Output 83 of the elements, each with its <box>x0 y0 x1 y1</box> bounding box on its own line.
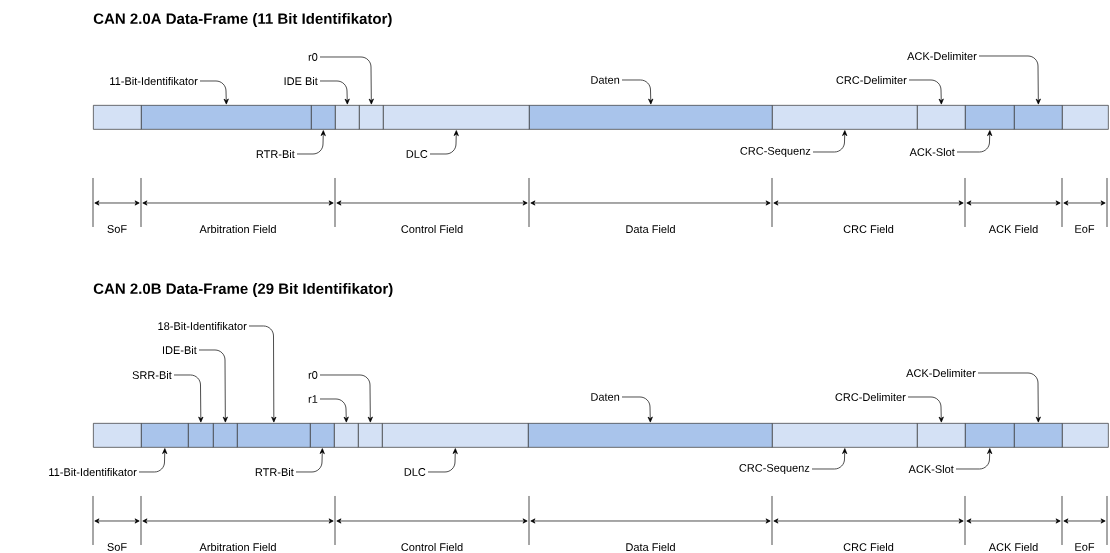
leader-line <box>295 448 325 473</box>
field-name: r1 <box>308 395 318 403</box>
field-name: CRC-Delimiter <box>835 392 906 402</box>
field-label: EoF <box>1075 543 1095 551</box>
leader-line <box>248 325 277 423</box>
leader-line <box>173 374 204 423</box>
frame-segment <box>359 105 384 130</box>
frame-segment <box>141 422 189 448</box>
leader-line <box>319 56 374 105</box>
frame-segment <box>335 105 360 130</box>
leader-line <box>977 372 1041 423</box>
frame-segment <box>311 105 336 130</box>
field-label: Arbitration Field <box>199 224 276 234</box>
field-label: Data Field <box>626 542 675 552</box>
frame-segment <box>1014 422 1063 448</box>
field-label: CRC Field <box>843 542 894 552</box>
field-label: Control Field <box>401 224 463 234</box>
leader-line <box>296 130 326 155</box>
field-label: Control Field <box>401 542 463 552</box>
field-name: CRC-Sequenz <box>739 464 810 474</box>
heading: CAN 2.0B Data-Frame (29 Bit Identifikator) <box>93 283 393 297</box>
leader-line <box>199 80 229 105</box>
frame-segment <box>213 422 238 448</box>
leader-line <box>908 79 944 105</box>
field-label: ACK Field <box>988 224 1038 234</box>
leader-line <box>319 80 350 105</box>
field-label: EoF <box>1075 225 1095 233</box>
frame-segment <box>965 422 1015 448</box>
frame-segment <box>93 105 142 130</box>
field-label: SoF <box>107 543 127 551</box>
field-label: Arbitration Field <box>199 542 276 552</box>
leader-line <box>621 396 653 423</box>
field-name: CRC-Sequenz <box>740 147 811 157</box>
field-name: 18-Bit-Identifikator <box>158 321 247 331</box>
field-name: IDE-Bit <box>163 345 197 354</box>
frame-segment <box>529 105 773 130</box>
field-name: RTR-Bit <box>256 149 295 158</box>
field-name: Daten <box>591 76 620 84</box>
frame-segment <box>528 422 773 448</box>
field-name: r0 <box>308 53 318 61</box>
field-name: RTR-Bit <box>255 467 294 476</box>
frame-segment <box>1062 422 1109 448</box>
field-label: ACK Field <box>988 542 1038 552</box>
field-name: DLC <box>406 150 428 158</box>
field-label: CRC Field <box>843 224 894 234</box>
leader-line <box>907 396 944 423</box>
field-name: r0 <box>308 371 318 379</box>
leader-line <box>812 130 848 153</box>
leader-line <box>429 130 459 155</box>
field-name: ACK-Slot <box>909 147 955 157</box>
frame-segment <box>1062 105 1109 130</box>
leader-line <box>319 374 373 423</box>
field-name: 11-Bit-Identifikator <box>49 467 137 477</box>
field-name: ACK-Delimiter <box>907 51 977 61</box>
field-label: SoF <box>107 225 127 233</box>
frame-segment <box>310 422 335 448</box>
leader-line <box>198 349 228 423</box>
frame-segment <box>188 422 214 448</box>
field-name: SRR-Bit <box>132 370 172 380</box>
field-name: 11-Bit-Identifikator <box>110 76 198 86</box>
field-name: DLC <box>404 468 426 476</box>
frame-segment <box>93 422 142 448</box>
leader-line <box>956 130 993 153</box>
leader-line <box>138 448 168 473</box>
heading: CAN 2.0A Data-Frame (11 Bit Identifikator) <box>93 13 392 27</box>
field-label: Data Field <box>626 224 675 234</box>
field-name: Daten <box>591 393 620 401</box>
field-name: IDE Bit <box>284 76 318 85</box>
leader-line <box>319 398 349 423</box>
leader-line <box>621 79 654 105</box>
field-name: ACK-Delimiter <box>906 368 976 378</box>
leader-line <box>955 448 993 470</box>
frame-segment <box>917 422 966 448</box>
leader-line <box>978 55 1041 105</box>
field-name: ACK-Slot <box>908 464 954 474</box>
frame-segment <box>358 422 383 448</box>
frame-segment <box>334 422 359 448</box>
frame-segment <box>965 105 1015 130</box>
leader-line <box>427 448 458 473</box>
leader-line <box>811 448 848 470</box>
field-name: CRC-Delimiter <box>836 75 907 85</box>
frame-segment <box>917 105 966 130</box>
frame-segment <box>1014 105 1063 130</box>
